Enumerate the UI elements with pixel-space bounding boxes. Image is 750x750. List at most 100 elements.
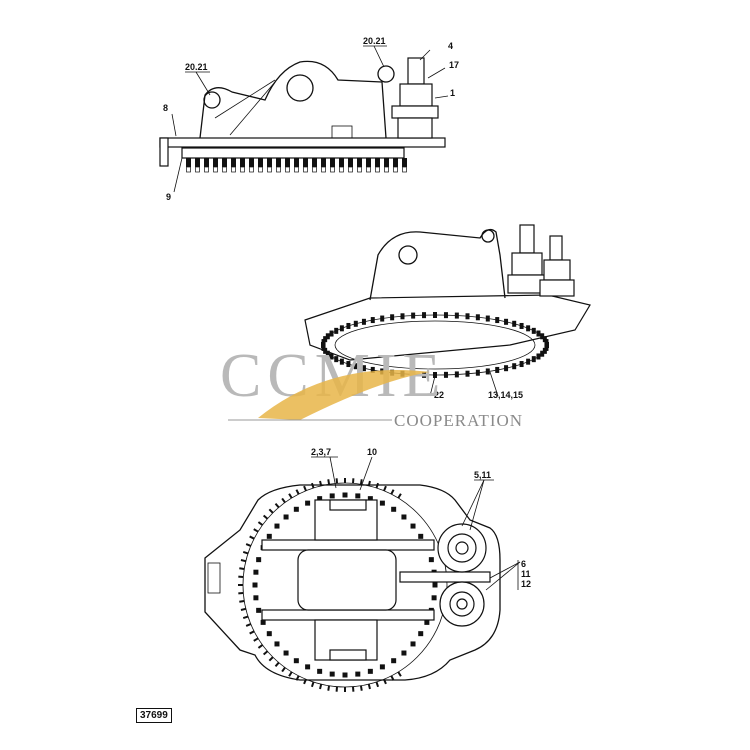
iso-motor-shaft-1 bbox=[519, 224, 535, 254]
tooth bbox=[531, 356, 536, 363]
tooth bbox=[519, 361, 524, 368]
bolt bbox=[204, 158, 209, 167]
tooth bbox=[361, 365, 366, 372]
tooth bbox=[329, 330, 334, 337]
tooth bbox=[540, 333, 545, 340]
bolt bbox=[418, 533, 424, 539]
tooth bbox=[325, 350, 330, 357]
callout-8: 8 bbox=[163, 103, 168, 113]
tooth bbox=[526, 325, 531, 332]
iso-motor-base-2 bbox=[539, 279, 575, 297]
bolt bbox=[393, 158, 398, 167]
tooth bbox=[239, 567, 245, 571]
callout-2-3-7: 2,3,7 bbox=[311, 447, 331, 457]
bolt bbox=[256, 557, 262, 563]
tooth bbox=[353, 363, 358, 370]
plate-end-lug bbox=[159, 137, 169, 167]
iso-pivot bbox=[481, 229, 495, 243]
tooth bbox=[485, 368, 490, 375]
tooth bbox=[383, 678, 387, 685]
bolt bbox=[317, 668, 323, 674]
bolt-nut bbox=[204, 166, 209, 173]
bolt-nut bbox=[249, 166, 254, 173]
tooth bbox=[257, 521, 264, 526]
bolt bbox=[253, 595, 259, 601]
bolt bbox=[266, 631, 272, 637]
tooth bbox=[334, 356, 339, 363]
tooth bbox=[370, 366, 375, 373]
tooth bbox=[504, 365, 509, 372]
rail-bottom bbox=[261, 609, 435, 621]
upper-block-cap bbox=[329, 499, 367, 511]
bolt bbox=[329, 671, 335, 677]
tooth bbox=[245, 543, 252, 547]
tooth bbox=[465, 313, 470, 320]
callout-11: 11 bbox=[521, 569, 531, 579]
side-view: 20.21 20.21 4 17 1 8 9 bbox=[159, 36, 459, 202]
tooth bbox=[295, 489, 300, 495]
bolt bbox=[293, 658, 299, 664]
watermark-swoosh bbox=[258, 369, 430, 420]
bolt bbox=[401, 650, 407, 656]
drawing-number-box: 37699 bbox=[136, 708, 172, 723]
tooth bbox=[411, 312, 416, 319]
motor-shaft bbox=[407, 57, 425, 85]
tooth bbox=[495, 366, 500, 373]
tooth bbox=[253, 637, 259, 642]
motor-body bbox=[399, 83, 433, 107]
bolt bbox=[274, 523, 280, 529]
callout-6: 6 bbox=[521, 559, 526, 569]
tooth bbox=[353, 320, 358, 327]
tooth bbox=[310, 681, 315, 688]
tooth bbox=[242, 615, 249, 620]
bolt-nut bbox=[312, 166, 317, 173]
tooth bbox=[274, 502, 280, 509]
callout-22: 22 bbox=[434, 390, 444, 400]
tooth bbox=[519, 322, 524, 329]
bolt-row bbox=[186, 158, 407, 173]
bolt bbox=[267, 158, 272, 167]
bolt bbox=[213, 158, 218, 167]
tooth bbox=[454, 371, 459, 378]
tooth bbox=[242, 550, 249, 555]
tooth bbox=[443, 371, 448, 378]
tooth bbox=[288, 493, 293, 499]
bolt bbox=[258, 158, 263, 167]
bolt bbox=[355, 493, 361, 499]
bolt bbox=[391, 658, 397, 664]
bolt bbox=[285, 158, 290, 167]
tooth bbox=[512, 320, 517, 327]
bolt bbox=[410, 641, 416, 647]
bolt-nut bbox=[384, 166, 389, 173]
tooth bbox=[253, 528, 259, 533]
tooth bbox=[274, 661, 280, 668]
bolt bbox=[276, 158, 281, 167]
tooth bbox=[390, 675, 395, 681]
tooth bbox=[339, 325, 344, 332]
pivot-left bbox=[203, 91, 221, 109]
base-plate bbox=[159, 137, 446, 148]
tooth bbox=[240, 559, 247, 563]
motor-flange bbox=[391, 105, 439, 119]
tooth bbox=[485, 315, 490, 322]
callout-20-21-right: 20.21 bbox=[363, 36, 386, 46]
tooth bbox=[367, 683, 371, 690]
bolt bbox=[339, 158, 344, 167]
tooth bbox=[245, 623, 252, 627]
bolt bbox=[321, 158, 326, 167]
bolt bbox=[283, 514, 289, 520]
tooth bbox=[475, 314, 480, 321]
bolt-nut bbox=[393, 166, 398, 173]
bolt bbox=[317, 496, 323, 502]
bolt bbox=[355, 671, 361, 677]
bolt bbox=[294, 158, 299, 167]
iso-view: 22 13,14,15 bbox=[304, 224, 591, 400]
bolt bbox=[342, 492, 348, 498]
bolt bbox=[266, 533, 272, 539]
watermark: CCMIE COOPERATION bbox=[220, 342, 522, 430]
bolt bbox=[357, 158, 362, 167]
tooth bbox=[239, 599, 245, 603]
tooth bbox=[346, 322, 351, 329]
